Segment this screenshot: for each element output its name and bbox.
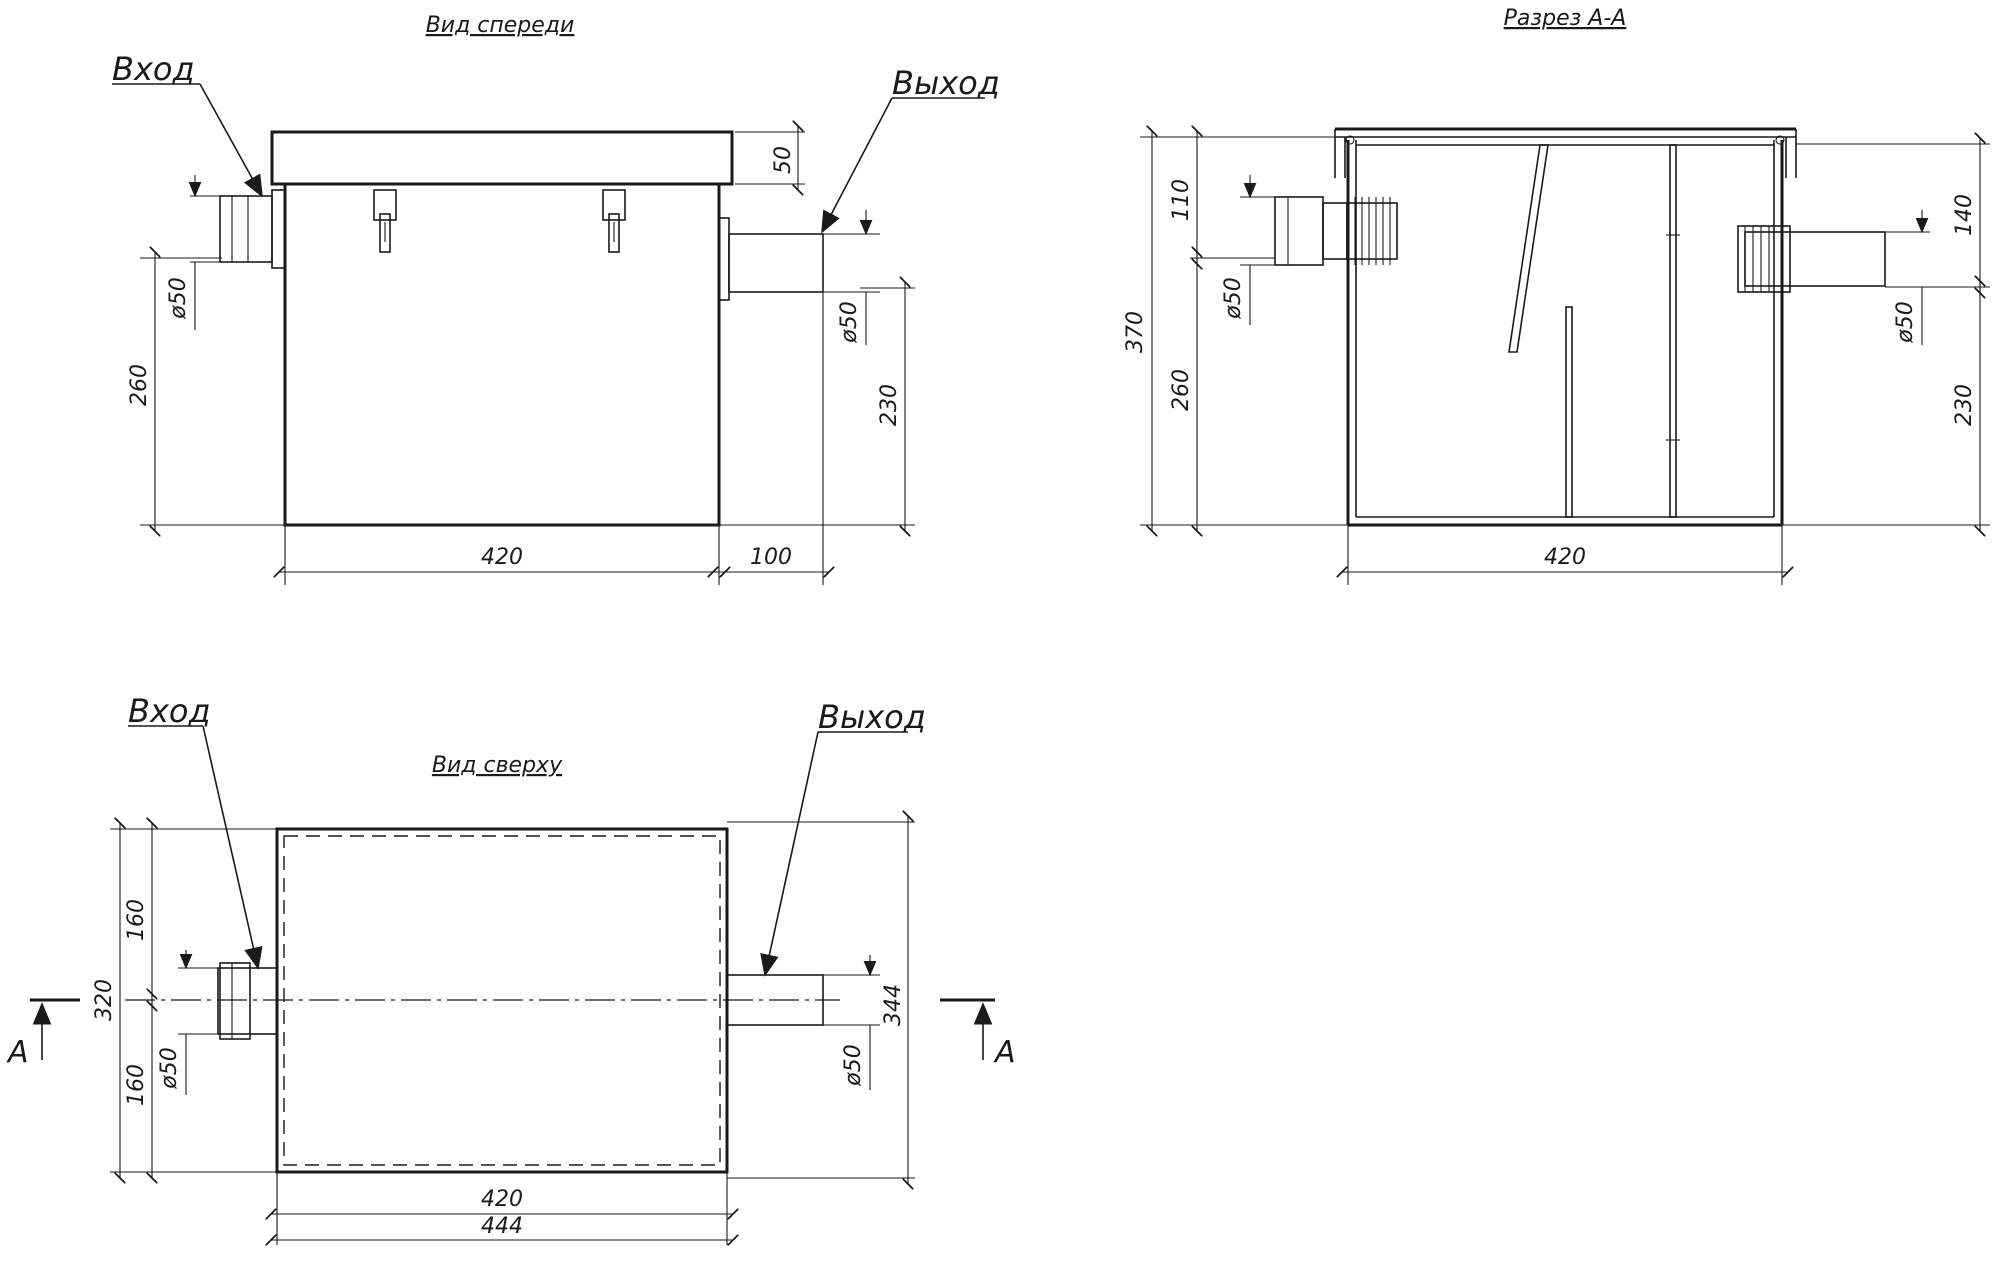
top-inlet-label: Вход (128, 692, 211, 730)
dim-top-depth: 320 (92, 979, 117, 1021)
section-mark-left: А (6, 998, 80, 1070)
dim-section-inlet-dia: ø50 (1221, 277, 1246, 319)
dim-top-outlet-dia: ø50 (841, 1044, 866, 1086)
front-body (283, 182, 721, 527)
front-outlet-label: Выход (892, 64, 1000, 102)
divider (1669, 144, 1677, 518)
partition (1565, 306, 1573, 518)
dim-top-overall-depth: 344 (881, 984, 906, 1026)
dim-front-inlet-dia: ø50 (166, 277, 191, 319)
section-outlet-pipe (1737, 225, 1886, 293)
section-inlet-pipe (1274, 196, 1398, 266)
dim-front-width: 420 (481, 545, 523, 570)
dim-section-total: 370 (1123, 311, 1148, 353)
front-view-title: Вид спереди (426, 13, 575, 38)
section-mark-left-label: А (6, 1035, 29, 1070)
dim-front-lid: 50 (771, 146, 796, 174)
dim-front-outlet-height: 230 (877, 384, 902, 426)
section-view: Разрез А-А (1123, 6, 1990, 585)
dim-section-outlet-dia: ø50 (1893, 301, 1918, 343)
front-view: Вид спереди Вход (112, 13, 1000, 585)
dim-front-outlet-dia: ø50 (837, 301, 862, 343)
inclined-baffle (1508, 144, 1549, 353)
section-view-title: Разрез А-А (1504, 6, 1627, 31)
dim-section-outlet-height: 230 (1952, 384, 1977, 426)
dim-section-top-left: 110 (1169, 179, 1194, 221)
dim-section-inlet-height: 260 (1169, 369, 1194, 411)
latch-left (373, 189, 397, 253)
dim-top-half-bottom: 160 (124, 1064, 149, 1106)
dim-top-inlet-dia: ø50 (157, 1047, 182, 1089)
latch-right (602, 189, 626, 253)
section-mark-right: А (940, 998, 1016, 1070)
front-lid (270, 130, 734, 186)
dim-front-outlet-len: 100 (750, 545, 792, 570)
dim-section-top-right: 140 (1952, 194, 1977, 236)
front-outlet-pipe (718, 217, 824, 301)
dim-section-width: 420 (1544, 545, 1586, 570)
dim-front-inlet-height: 260 (127, 364, 152, 406)
dim-top-half-top: 160 (124, 899, 149, 941)
front-inlet-pipe (219, 189, 286, 269)
section-mark-right-label: А (993, 1035, 1016, 1070)
dim-top-overall-width: 444 (481, 1214, 523, 1239)
top-view: Вид сверху Вход Выход А А (6, 692, 1016, 1245)
top-view-title: Вид сверху (432, 753, 563, 778)
front-inlet-label: Вход (112, 50, 195, 88)
top-outlet-label: Выход (818, 698, 926, 736)
top-inlet-pipe (217, 962, 278, 1040)
dim-top-width: 420 (481, 1187, 523, 1212)
